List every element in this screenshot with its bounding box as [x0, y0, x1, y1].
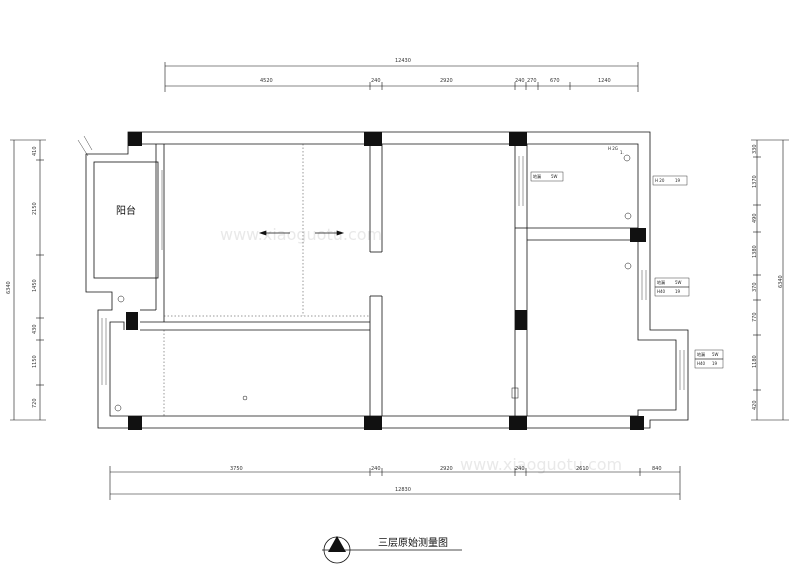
right-dim-6: 770 [752, 312, 758, 322]
left-dim-6: 720 [32, 398, 38, 408]
right-dim-7: 1180 [752, 355, 758, 368]
note-value: 19 [675, 178, 681, 183]
note-label: 地漏 [657, 279, 665, 285]
top-dim-1: 4520 [260, 78, 273, 84]
left-dim-3: 1450 [32, 279, 38, 292]
top-dim-2: 240 [371, 78, 381, 84]
note-label: H 20 [655, 178, 665, 183]
left-dim-5: 1150 [32, 355, 38, 368]
bottom-dim-1: 3750 [230, 466, 243, 472]
bottom-total-dimension: 12830 [395, 487, 411, 493]
annotation-box-7: H 2G 1. [608, 146, 624, 155]
annotation-box-6: H40 19 [694, 358, 724, 369]
bottom-dim-5: 2610 [576, 466, 589, 472]
walls [85, 131, 689, 429]
dashed-room-lines [163, 144, 370, 416]
annotation-box-5: 地漏 5W [694, 349, 724, 360]
top-dim-6: 670 [550, 78, 560, 84]
balcony-label: 阳台 [116, 204, 136, 217]
structural-columns [126, 132, 646, 430]
title-symbol [322, 536, 462, 564]
note-value: 19 [712, 361, 718, 366]
top-dimension-chain [164, 62, 639, 92]
annotation-box-1: 地漏 5W [530, 171, 564, 182]
left-dim-4: 430 [32, 324, 38, 334]
annotation-box-4: H40 19 [654, 286, 690, 297]
direction-arrows [258, 230, 345, 236]
note-value: 19 [675, 289, 681, 294]
left-dim-2: 2150 [32, 202, 38, 215]
right-dim-3: 490 [752, 213, 758, 223]
note-label: H40 [697, 361, 706, 366]
watermark-text: www.xiaoguotu.com [220, 225, 382, 244]
bottom-dim-4: 240 [515, 466, 525, 472]
bottom-dim-6: 840 [652, 466, 662, 472]
bottom-dimension-chain [109, 466, 681, 500]
bottom-dim-3: 2920 [440, 466, 453, 472]
note-value: 5W [675, 280, 682, 285]
left-dimension-chain [10, 139, 46, 421]
note-label: 地漏 [697, 351, 705, 357]
annotation-box-3: 地漏 5W [654, 277, 690, 288]
annotation-box-2: H 20 19 [652, 175, 688, 186]
bottom-dim-2: 240 [371, 466, 381, 472]
right-dim-8: 420 [752, 400, 758, 410]
right-dim-1: 330 [752, 144, 758, 154]
left-dim-1: 410 [32, 146, 38, 156]
right-dimension-chain [751, 139, 789, 421]
note-value: 5W [551, 174, 558, 179]
left-total-dimension: 6340 [6, 281, 12, 294]
watermark-layer: www.xiaoguotu.com www.xiaoguotu.com [220, 225, 622, 474]
right-dim-2: 1370 [752, 175, 758, 188]
watermark-text: www.xiaoguotu.com [460, 455, 622, 474]
top-dim-7: 1240 [598, 78, 611, 84]
right-dim-5: 370 [752, 282, 758, 292]
drawing-title: 三层原始测量图 [378, 536, 448, 549]
note-value: 5W [712, 352, 719, 357]
note-value: 1. [620, 150, 624, 155]
note-label: H40 [657, 289, 666, 294]
right-dim-4: 1380 [752, 245, 758, 258]
top-dim-4: 240 [515, 78, 525, 84]
right-total-dimension: 6340 [778, 275, 784, 288]
top-total-dimension: 12430 [395, 58, 411, 64]
fixture-symbols [114, 154, 632, 412]
top-dim-5: 270 [527, 78, 537, 84]
windows [77, 135, 685, 390]
top-dim-3: 2920 [440, 78, 453, 84]
note-label: 地漏 [533, 173, 541, 179]
note-label: H 2G [608, 146, 618, 151]
